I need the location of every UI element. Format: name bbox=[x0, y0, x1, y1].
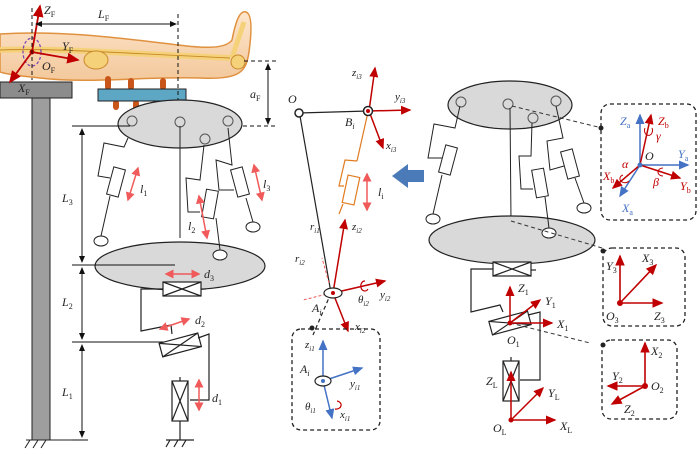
label-OL: OL bbox=[493, 421, 507, 437]
dim-vertical bbox=[72, 125, 175, 441]
label-xi1: xi1 bbox=[339, 409, 350, 423]
label-LF: LF bbox=[97, 7, 110, 23]
label-xi2: xi2 bbox=[354, 321, 366, 335]
label-thetai2: θi2 bbox=[358, 294, 369, 308]
label-ri1: ri1 bbox=[310, 221, 320, 235]
label-Z2: Z2 bbox=[624, 402, 635, 418]
label-Ai-inset: Ai bbox=[299, 362, 310, 378]
label-YL: YL bbox=[548, 386, 560, 402]
label-xi3: xi3 bbox=[385, 140, 397, 154]
label-zi2: zi2 bbox=[351, 221, 362, 235]
transition-arrow bbox=[392, 164, 424, 188]
label-Y3: Y3 bbox=[606, 259, 617, 275]
label-yi2: yi2 bbox=[379, 289, 391, 303]
frame-i2: zi2 yi2 θi2 xi2 ri1 ri2 Ai bbox=[295, 218, 391, 335]
label-O2: O2 bbox=[651, 379, 664, 395]
label-O-inset: O bbox=[645, 149, 654, 163]
label-Xb: Xb bbox=[602, 169, 614, 185]
label-d3: d3 bbox=[204, 267, 214, 283]
inset-frame-i1: zi1 Ai yi1 θi1 xi1 bbox=[291, 325, 381, 431]
label-O: O bbox=[288, 92, 297, 106]
leg-i bbox=[338, 111, 369, 215]
inset-frame-3: Y3 X3 O3 Z3 bbox=[600, 247, 686, 327]
label-li: li bbox=[378, 185, 384, 201]
middle-panel: O li zi3 yi3 xi3 Bi bbox=[288, 66, 412, 431]
label-zi1: zi1 bbox=[304, 339, 315, 353]
footplate bbox=[97, 88, 187, 102]
label-l3: l3 bbox=[263, 177, 270, 193]
label-aF: aF bbox=[250, 87, 261, 103]
label-ZF: ZF bbox=[44, 3, 56, 19]
label-Y1: Y1 bbox=[545, 294, 556, 310]
support-pillar bbox=[31, 95, 51, 441]
label-thetai1: θi1 bbox=[305, 401, 316, 415]
label-beta: β bbox=[652, 175, 659, 189]
label-l1: l1 bbox=[140, 182, 147, 198]
label-Ya: Ya bbox=[678, 147, 689, 163]
label-Ai: Ai bbox=[311, 301, 322, 317]
label-L3: L3 bbox=[61, 191, 73, 207]
label-zi3: zi3 bbox=[351, 67, 362, 81]
label-ri2: ri2 bbox=[295, 253, 305, 267]
joint-O bbox=[294, 108, 304, 118]
left-panel: ZF YF OF XF LF aF bbox=[0, 3, 276, 449]
label-l2: l2 bbox=[188, 219, 195, 235]
label-X2: X2 bbox=[650, 344, 662, 360]
leg-motion-arrows bbox=[125, 163, 265, 240]
label-alpha: α bbox=[622, 157, 629, 171]
frame-i3: zi3 yi3 xi3 Bi bbox=[345, 66, 412, 154]
label-X3: X3 bbox=[641, 251, 653, 267]
label-yi3: yi3 bbox=[394, 91, 406, 105]
label-Zb: Zb bbox=[658, 114, 669, 130]
label-XL: XL bbox=[559, 419, 572, 435]
label-X1: X1 bbox=[556, 317, 568, 333]
label-O1: O1 bbox=[507, 333, 520, 349]
serial-chain bbox=[140, 281, 210, 448]
label-Xa: Xa bbox=[621, 201, 633, 217]
label-d1: d1 bbox=[212, 391, 222, 407]
label-Yb: Yb bbox=[680, 179, 691, 195]
label-Y2: Y2 bbox=[612, 369, 623, 385]
label-Za: Za bbox=[620, 114, 631, 130]
label-d2: d2 bbox=[195, 313, 205, 329]
support-top bbox=[0, 81, 73, 99]
inset-frame-ab: Za Zb γ O Ya α β Yb Xb Xa bbox=[598, 103, 697, 221]
inset-frame-2: X2 Y2 O2 Z2 bbox=[600, 339, 678, 420]
label-Z3: Z3 bbox=[654, 309, 665, 325]
chain-motion-arrows bbox=[158, 269, 204, 412]
label-L2: L2 bbox=[61, 295, 73, 311]
lower-platform-right bbox=[428, 215, 596, 265]
label-yi1: yi1 bbox=[349, 378, 360, 392]
right-panel: Z1 Y1 X1 O1 ZL YL XL OL bbox=[425, 80, 697, 437]
label-Bi: Bi bbox=[345, 115, 355, 131]
label-ZL: ZL bbox=[486, 374, 498, 390]
frame-L: ZL YL XL OL bbox=[486, 370, 572, 437]
label-Z1: Z1 bbox=[518, 281, 529, 297]
ground-hatch bbox=[24, 439, 88, 449]
label-O3: O3 bbox=[606, 309, 619, 325]
leg-illustration bbox=[0, 11, 252, 82]
label-YF: YF bbox=[62, 39, 74, 55]
label-gamma: γ bbox=[656, 129, 661, 143]
label-L1: L1 bbox=[61, 385, 73, 401]
